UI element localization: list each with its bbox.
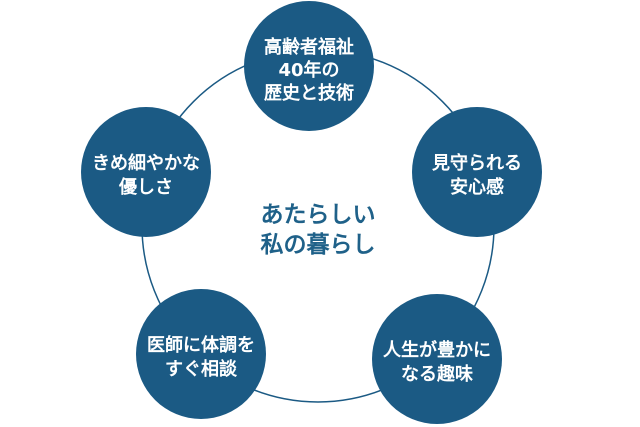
node-label-line-1: 見守られる [431, 152, 522, 174]
node-history-and-technology: 高齢者福祉 40年の 歴史と技術 [244, 1, 374, 131]
node-circle [81, 107, 211, 237]
center-title-line-1: あたらしい [261, 202, 376, 228]
node-label-line-2: 安心感 [450, 176, 504, 198]
node-label-line-3: 歴史と技術 [264, 82, 354, 104]
node-label-line-2: すぐ相談 [165, 358, 238, 380]
node-circle [372, 294, 502, 424]
node-consult-doctor: 医師に体調を すぐ相談 [136, 289, 266, 419]
node-label-line-1: きめ細やかな [92, 152, 200, 174]
node-label-line-1: 医師に体調を [147, 334, 255, 356]
node-circle [412, 107, 542, 237]
node-label-line-2: なる趣味 [401, 364, 473, 385]
node-label-line-2: 優しさ [118, 176, 173, 198]
center-title-line-2: 私の暮らし [261, 232, 376, 258]
node-label-line-1: 人生が豊かに [383, 339, 491, 361]
node-circle [136, 289, 266, 419]
node-attentive-kindness: きめ細やかな 優しさ [81, 107, 211, 237]
node-label-line-1: 高齢者福祉 [264, 36, 354, 58]
node-watched-over-peace-of-mind: 見守られる 安心感 [412, 107, 542, 237]
node-enriching-hobbies: 人生が豊かに なる趣味 [372, 294, 502, 424]
node-label-line-2: 40年の [278, 59, 339, 81]
node-circle [244, 1, 374, 131]
